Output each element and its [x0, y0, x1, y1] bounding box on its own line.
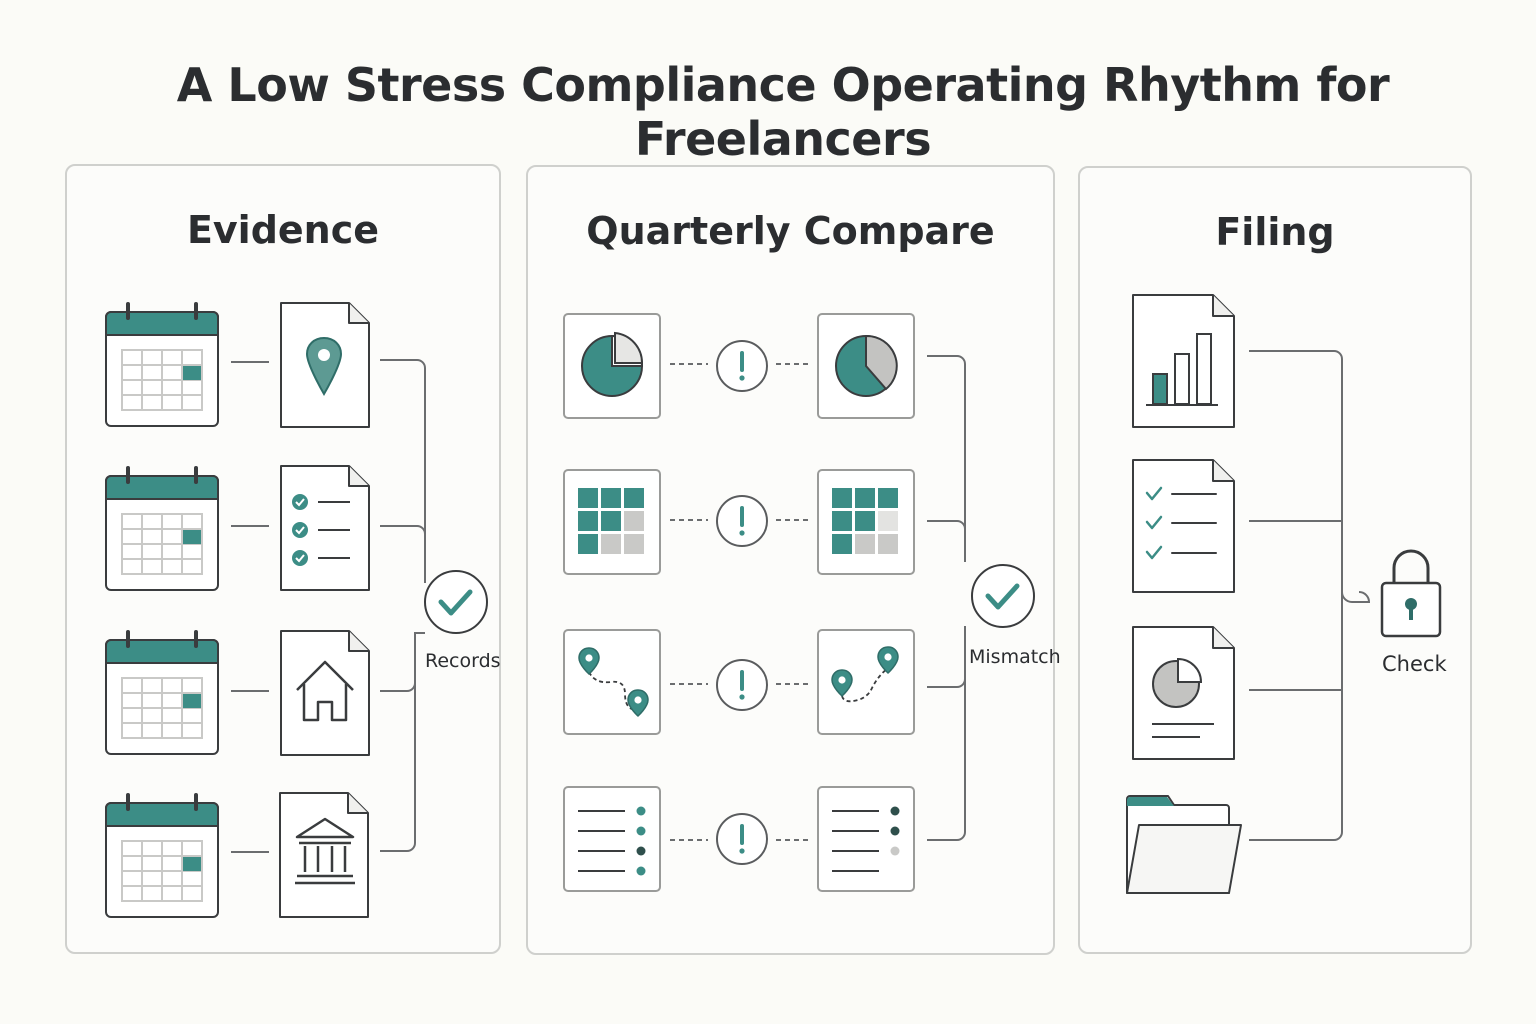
folder-icon: [1126, 795, 1242, 894]
pie-chart-icon: [581, 331, 644, 397]
compare-connectors: [927, 355, 966, 841]
compare-row-3: [563, 629, 915, 735]
evidence-row-2: [105, 465, 370, 591]
exclamation-circle-icon: [716, 495, 768, 547]
records-hub-checkmark-icon: [425, 571, 487, 633]
bank-document-icon: [279, 792, 369, 918]
exclamation-circle-icon: [716, 813, 768, 865]
location-pin-document-icon: [280, 302, 370, 428]
pie-chart-document-icon: [1132, 626, 1235, 760]
dotted-list-icon: [832, 806, 900, 872]
route-map-icon: [831, 646, 899, 703]
grid-heatmap-icon: [832, 488, 898, 554]
quarterly-compare-panel-title: Quarterly Compare: [586, 209, 995, 253]
dotted-list-icon: [578, 806, 646, 876]
pie-chart-icon: [835, 334, 898, 397]
calendar-icon: [105, 629, 219, 755]
compare-row-1: [563, 313, 915, 419]
filing-connectors: [1249, 350, 1371, 841]
route-map-icon: [578, 647, 649, 717]
checklist-document-icon: [280, 465, 370, 591]
calendar-icon: [105, 792, 219, 918]
evidence-connectors: [380, 359, 426, 852]
padlock-icon: [1380, 549, 1442, 638]
page-title: A Low Stress Compliance Operating Rhythm…: [176, 58, 1390, 166]
exclamation-circle-icon: [716, 659, 768, 711]
evidence-panel-title: Evidence: [186, 208, 380, 252]
evidence-row-1: [105, 301, 370, 428]
evidence-row-4: [105, 792, 369, 918]
house-document-icon: [280, 630, 370, 756]
mismatch-hub-checkmark-icon: [972, 565, 1034, 627]
bar-chart-document-icon: [1132, 294, 1235, 428]
checklist-document-icon: [1132, 459, 1235, 593]
compare-row-2: [563, 469, 915, 575]
check-hub-label: Check: [1382, 652, 1447, 676]
grid-heatmap-icon: [578, 488, 644, 554]
exclamation-circle-icon: [716, 340, 768, 392]
filing-panel-title: Filing: [1215, 210, 1335, 254]
calendar-icon: [105, 301, 219, 427]
compare-row-4: [563, 786, 915, 892]
records-hub-label: Records: [425, 650, 501, 672]
evidence-row-3: [105, 629, 370, 756]
calendar-icon: [105, 465, 219, 591]
mismatch-hub-label: Mismatch: [969, 646, 1061, 668]
